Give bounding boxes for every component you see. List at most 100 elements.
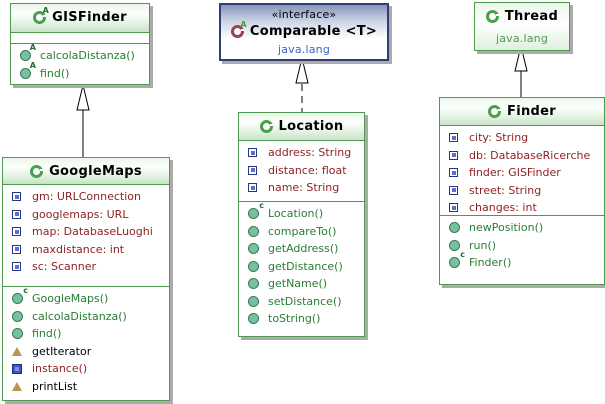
operation-label: Finder() bbox=[469, 256, 512, 270]
attribute-label: changes: int bbox=[469, 201, 537, 215]
operation-row[interactable]: c GoogleMaps() bbox=[3, 287, 169, 308]
class-title: Thread bbox=[504, 9, 559, 24]
operation-row[interactable]: getName() bbox=[239, 275, 364, 293]
method-icon bbox=[248, 295, 259, 307]
attribute-label: name: String bbox=[268, 181, 340, 195]
attribute-label: finder: GISFinder bbox=[469, 166, 561, 180]
attribute-row[interactable]: name: String bbox=[239, 179, 364, 197]
class-box-finder[interactable]: Finder city: String db: DatabaseRicerche… bbox=[439, 97, 605, 285]
attributes-compartment-empty[interactable] bbox=[11, 33, 149, 44]
field-icon bbox=[12, 244, 21, 254]
operation-row[interactable]: A calcolaDistanza() bbox=[11, 44, 149, 65]
attribute-row[interactable]: map: DatabaseLuoghi bbox=[3, 223, 169, 241]
attribute-row[interactable]: finder: GISFinder bbox=[440, 164, 604, 182]
class-header-thread[interactable]: Thread bbox=[475, 9, 569, 25]
class-icon bbox=[259, 120, 273, 133]
attribute-label: distance: float bbox=[268, 163, 347, 177]
operation-row[interactable]: find() bbox=[3, 325, 169, 343]
operation-label: Location() bbox=[268, 207, 324, 221]
package-label: java.lang bbox=[495, 31, 549, 45]
field-icon bbox=[449, 150, 458, 160]
generalization-finder-thread[interactable] bbox=[514, 45, 528, 97]
field-icon bbox=[449, 185, 458, 195]
method-icon bbox=[248, 260, 259, 272]
class-box-gisfinder[interactable]: A GISFinder A calcolaDistanza() A find() bbox=[10, 3, 150, 85]
protected-member-icon bbox=[12, 346, 22, 356]
class-header-gisfinder[interactable]: A GISFinder bbox=[11, 4, 149, 33]
attribute-row[interactable]: googlemaps: URL bbox=[3, 206, 169, 224]
interface-box-comparable[interactable]: «interface» A Comparable <T> java.lang bbox=[219, 3, 389, 61]
attributes-compartment: address: String distance: float name: St… bbox=[239, 141, 364, 202]
operation-row[interactable]: getAddress() bbox=[239, 240, 364, 258]
package-label: java.lang bbox=[277, 42, 331, 56]
class-header-location[interactable]: Location bbox=[239, 113, 364, 141]
operation-label: run() bbox=[469, 238, 497, 252]
operations-compartment: A calcolaDistanza() A find() bbox=[11, 44, 149, 84]
operation-row[interactable]: printList bbox=[3, 378, 169, 396]
attribute-row[interactable]: maxdistance: int bbox=[3, 241, 169, 259]
abstract-method-icon: A bbox=[20, 44, 36, 62]
operation-row[interactable]: instance() bbox=[3, 360, 169, 378]
stereotype-label: «interface» bbox=[271, 8, 337, 22]
interface-icon: A bbox=[230, 21, 247, 39]
class-box-thread[interactable]: Thread java.lang bbox=[474, 2, 570, 51]
attribute-row[interactable]: address: String bbox=[239, 144, 364, 162]
operation-row[interactable]: compareTo() bbox=[239, 223, 364, 241]
protected-member-icon bbox=[12, 381, 22, 391]
operation-row[interactable]: run() bbox=[440, 237, 604, 255]
operations-compartment: c GoogleMaps() calcolaDistanza() find() … bbox=[3, 287, 169, 400]
operation-row[interactable]: c Location() bbox=[239, 202, 364, 223]
attribute-label: gm: URLConnection bbox=[32, 190, 141, 204]
attribute-row[interactable]: gm: URLConnection bbox=[3, 188, 169, 206]
field-icon bbox=[248, 165, 257, 175]
operation-label: printList bbox=[32, 379, 78, 393]
interface-title: Comparable <T> bbox=[249, 24, 378, 40]
operations-compartment: newPosition() run() c Finder() bbox=[440, 216, 604, 284]
constructor-icon: c bbox=[248, 202, 264, 220]
class-title: GISFinder bbox=[52, 10, 127, 26]
operation-label: find() bbox=[32, 327, 62, 341]
operation-row[interactable]: toString() bbox=[239, 310, 364, 328]
operation-label: calcolaDistanza() bbox=[40, 49, 135, 63]
class-box-location[interactable]: Location address: String distance: float… bbox=[238, 112, 365, 337]
field-icon bbox=[12, 192, 21, 202]
operation-row[interactable]: newPosition() bbox=[440, 219, 604, 237]
realization-location-comparable[interactable] bbox=[295, 57, 309, 112]
operation-label: calcolaDistanza() bbox=[32, 309, 127, 323]
interface-header-comparable[interactable]: A Comparable <T> bbox=[221, 21, 387, 40]
method-icon bbox=[12, 310, 23, 322]
operations-compartment: c Location() compareTo() getAddress() ge… bbox=[239, 202, 364, 336]
generalization-googlemaps-gisfinder[interactable] bbox=[76, 84, 90, 157]
class-header-finder[interactable]: Finder bbox=[440, 98, 604, 126]
operation-label: toString() bbox=[268, 312, 321, 326]
operation-row[interactable]: A find() bbox=[11, 61, 149, 83]
class-icon bbox=[488, 105, 502, 118]
method-icon bbox=[449, 222, 460, 234]
field-icon bbox=[449, 133, 458, 143]
operation-label: setDistance() bbox=[268, 294, 342, 308]
class-title: GoogleMaps bbox=[49, 163, 142, 179]
attribute-row[interactable]: changes: int bbox=[440, 199, 604, 217]
operation-row[interactable]: getDistance() bbox=[239, 258, 364, 276]
operation-label: getDistance() bbox=[268, 259, 343, 273]
method-icon bbox=[248, 313, 259, 325]
attribute-row[interactable]: distance: float bbox=[239, 162, 364, 180]
attribute-row[interactable]: db: DatabaseRicerche bbox=[440, 147, 604, 165]
field-icon bbox=[12, 209, 21, 219]
attribute-label: sc: Scanner bbox=[32, 260, 96, 274]
class-box-googlemaps[interactable]: GoogleMaps gm: URLConnection googlemaps:… bbox=[2, 157, 170, 401]
attribute-row[interactable]: street: String bbox=[440, 182, 604, 200]
operation-row[interactable]: getIterator bbox=[3, 343, 169, 361]
operation-label: find() bbox=[40, 66, 70, 80]
abstract-class-icon: A bbox=[33, 7, 49, 25]
operation-row[interactable]: setDistance() bbox=[239, 293, 364, 311]
operation-label: instance() bbox=[32, 362, 88, 376]
attribute-row[interactable]: city: String bbox=[440, 129, 604, 147]
attribute-row[interactable]: sc: Scanner bbox=[3, 258, 169, 276]
static-method-icon bbox=[12, 363, 22, 374]
class-header-googlemaps[interactable]: GoogleMaps bbox=[3, 158, 169, 185]
operation-row[interactable]: c Finder() bbox=[440, 251, 604, 272]
operation-row[interactable]: calcolaDistanza() bbox=[3, 308, 169, 326]
